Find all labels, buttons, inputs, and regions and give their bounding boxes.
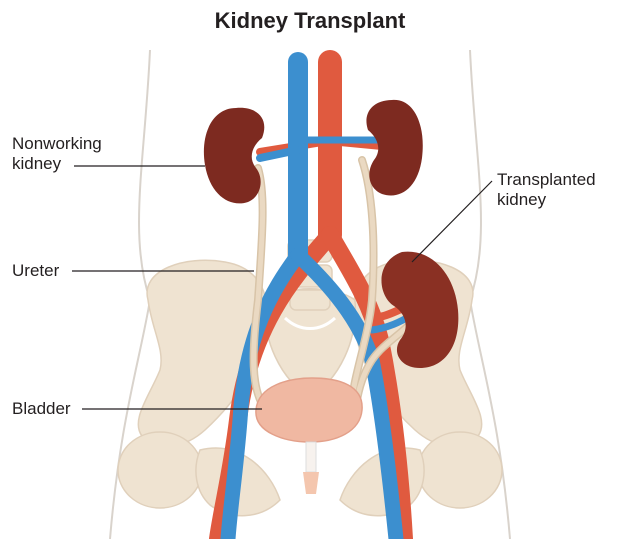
bladder xyxy=(256,378,362,442)
transplanted-kidney-label: Transplanted kidney xyxy=(497,170,596,210)
nonworking-kidney xyxy=(204,108,264,204)
transplanted-label-line1: Transplanted xyxy=(497,170,596,190)
nonworking-kidney-label: Nonworking kidney xyxy=(12,134,102,174)
nonworking-label-line1: Nonworking xyxy=(12,134,102,154)
nonworking-label-line2: kidney xyxy=(12,154,102,174)
urethra-tip xyxy=(303,472,319,494)
urethra xyxy=(306,442,316,472)
bladder-label: Bladder xyxy=(12,399,71,419)
transplanted-label-line2: kidney xyxy=(497,190,596,210)
ureter-label: Ureter xyxy=(12,261,59,281)
page-title: Kidney Transplant xyxy=(0,8,620,34)
